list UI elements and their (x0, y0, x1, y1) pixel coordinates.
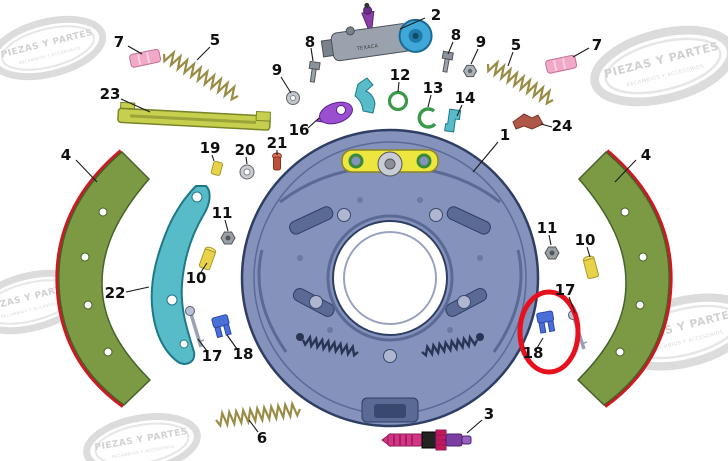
callout-11-left: 11 (212, 204, 233, 222)
pin-red-21 (272, 152, 282, 171)
retainer-fork-teal (354, 77, 376, 114)
adjuster-spring-6 (215, 400, 302, 429)
callout-17-left: 17 (202, 347, 223, 365)
cam-plate-purple (314, 101, 353, 125)
callout-10-right: 10 (575, 231, 596, 249)
callout-5-right: 5 (511, 36, 521, 54)
callout-8-left: 8 (305, 33, 315, 51)
wheel-cylinder: TEXACA (320, 2, 433, 62)
return-spring-right-5 (486, 59, 554, 106)
clip-brown-24 (512, 113, 544, 130)
callout-12: 12 (390, 66, 411, 84)
callout-17-right: 17 (555, 281, 576, 299)
callout-8-right: 8 (451, 26, 461, 44)
callout-3: 3 (484, 405, 494, 423)
callout-labels: 7 5 23 8 9 2 12 16 13 14 8 9 5 7 24 1 4 … (61, 6, 651, 447)
bolt-left (308, 60, 321, 83)
leader-lines (75, 17, 637, 434)
brake-shoe-left (55, 149, 152, 408)
callout-13: 13 (423, 79, 444, 97)
pin-pink-left (129, 48, 162, 68)
nut-left-11 (220, 231, 236, 245)
callout-16: 16 (289, 121, 310, 139)
callout-21: 21 (267, 134, 288, 152)
callout-4-left: 4 (61, 146, 71, 164)
callout-18-right: 18 (523, 344, 544, 362)
callout-24: 24 (552, 117, 573, 135)
callout-9-left: 9 (272, 61, 282, 79)
callout-7-right: 7 (592, 36, 602, 54)
callout-22: 22 (105, 284, 126, 302)
callout-23: 23 (100, 85, 121, 103)
return-spring-left-5 (162, 49, 239, 102)
callout-5-left: 5 (210, 31, 220, 49)
brake-shoe-right (576, 149, 673, 408)
clip-yellow-19 (210, 160, 223, 176)
washer-left (286, 91, 300, 105)
callout-9-right: 9 (476, 33, 486, 51)
watermark-logo: PIEZAS Y PARTES RECAMBIOS Y ACCESORIOS (590, 25, 728, 107)
callout-1: 1 (500, 126, 510, 144)
installed-spring-left (301, 334, 359, 358)
callout-18-left: 18 (233, 345, 254, 363)
nut-right-11 (544, 246, 560, 260)
axle-hole (332, 220, 448, 336)
anchor-bracket (341, 149, 439, 177)
fork-bracket-right-18 (536, 310, 556, 334)
adjuster-lever (150, 185, 211, 365)
installed-spring-right (421, 334, 479, 358)
pin-pink-right (545, 54, 578, 74)
callout-20: 20 (235, 141, 256, 159)
c-clip (417, 107, 437, 129)
adjuster-screw (381, 429, 472, 451)
bolt-right (441, 50, 454, 73)
pin-yellow-right-10 (582, 255, 599, 280)
fork-bracket-left-18 (211, 314, 232, 339)
highlight-circle-part-18 (517, 289, 581, 375)
strut-bar (117, 101, 272, 131)
callout-11-right: 11 (537, 219, 558, 237)
nut-right (462, 64, 478, 78)
backing-plate (240, 128, 540, 428)
bracket-teal (444, 108, 462, 133)
watermark-logo: PIEZAS Y PARTES RECAMBIOS Y ACCESORIOS (83, 413, 201, 461)
callout-10-left: 10 (186, 269, 207, 287)
callout-6: 6 (257, 429, 267, 447)
watermark-logo: PIEZAS Y PARTES RECAMBIOS Y ACCESORIOS (0, 15, 107, 81)
callout-2: 2 (431, 6, 441, 24)
cylinder-brand-text: TEXACA (355, 43, 379, 52)
o-ring (387, 90, 409, 112)
callout-19: 19 (200, 139, 221, 157)
callout-4-right: 4 (641, 146, 651, 164)
washer-20 (239, 164, 255, 180)
callout-7-left: 7 (114, 33, 124, 51)
callout-14: 14 (455, 89, 476, 107)
pin-yellow-left-10 (198, 246, 217, 271)
